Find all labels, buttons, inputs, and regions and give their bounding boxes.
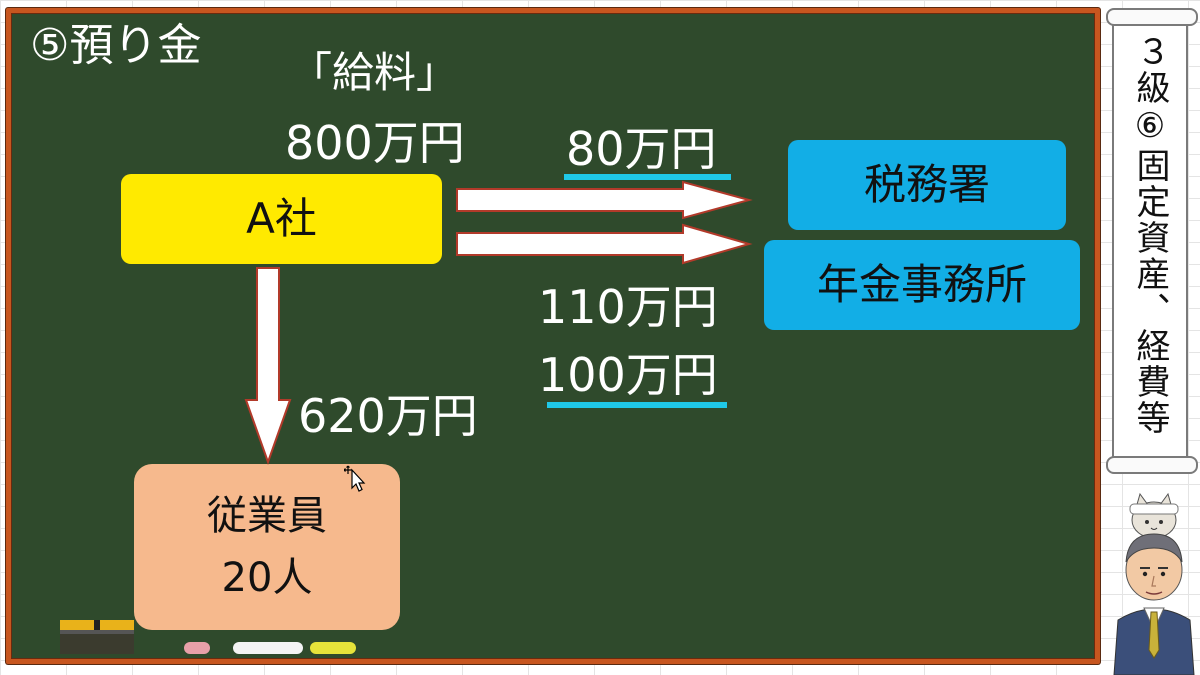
- chalk-white: [233, 642, 303, 654]
- employee-label: 従業員: [207, 493, 327, 539]
- eraser: [60, 620, 134, 654]
- company-label: A社: [246, 193, 317, 243]
- chalk-yellow: [310, 642, 356, 654]
- topic-scroll: ３級⑥固定資産、経費等: [1106, 8, 1198, 474]
- salary-amount: 800万円: [285, 116, 465, 170]
- arrow-to-employees: [244, 267, 292, 465]
- arrow-to-tax-office: [456, 180, 753, 220]
- pension-office-box: 年金事務所: [764, 240, 1080, 330]
- tax-office-box: 税務署: [788, 140, 1066, 230]
- salary-label: 「給料」: [290, 48, 459, 97]
- company-box: A社: [121, 174, 442, 264]
- pension-amount-underline: [547, 402, 727, 408]
- employee-amount: 620万円: [298, 389, 478, 443]
- pension-amount-2: 100万円: [538, 348, 718, 402]
- tax-amount: 80万円: [566, 122, 717, 176]
- employee-box: 従業員 20人: [134, 464, 400, 630]
- move-cursor-icon: [344, 465, 366, 492]
- presenter-illustration: [1113, 492, 1195, 675]
- section-title: ⑤預り金: [30, 20, 202, 71]
- arrow-to-pension-office: [456, 223, 753, 265]
- tax-amount-underline: [564, 174, 731, 180]
- employee-count: 20人: [221, 555, 313, 601]
- chalk-pink: [184, 642, 210, 654]
- pension-office-label: 年金事務所: [816, 259, 1027, 309]
- tax-office-label: 税務署: [863, 159, 990, 209]
- scroll-text: ３級⑥固定資産、経費等: [1130, 34, 1170, 436]
- pension-amount-1: 110万円: [538, 280, 718, 334]
